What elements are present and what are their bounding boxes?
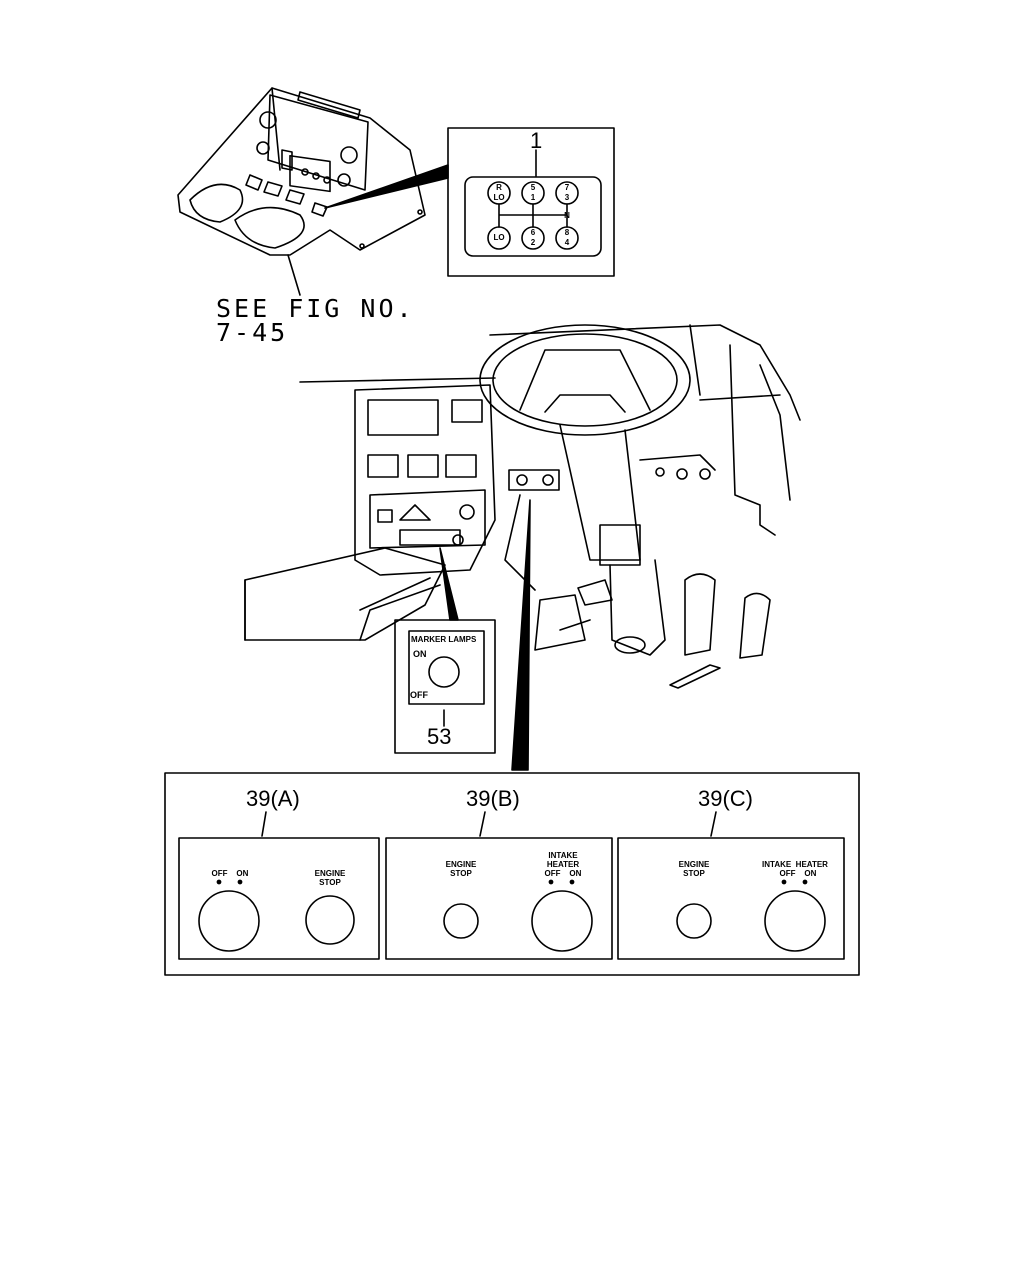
shift-pos-lo: LO xyxy=(493,233,505,242)
marker-lamps-on: ON xyxy=(413,649,427,659)
shift-pos-1: 1 xyxy=(530,193,536,202)
variant-c-off-on: OFF ON xyxy=(779,869,817,878)
shift-pos-6: 6 xyxy=(530,228,536,237)
see-fig-leader xyxy=(287,254,301,296)
callout-1-label: 1 xyxy=(530,128,543,153)
console-sketch xyxy=(177,87,426,256)
shift-pos-r: R xyxy=(496,183,502,192)
variant-c-intake-heater: INTAKE HEATER xyxy=(762,860,828,869)
variant-b-stop: STOP xyxy=(450,869,472,878)
shift-pos-4: 4 xyxy=(564,238,570,247)
cab-dashboard xyxy=(244,324,801,689)
shift-pattern-plate xyxy=(464,176,602,257)
variant-b-engine: ENGINE xyxy=(445,860,477,869)
shift-pos-3: 3 xyxy=(564,193,570,202)
variant-a-stop: STOP xyxy=(319,878,341,887)
callout-wedge-39 xyxy=(511,499,531,771)
callout-53-label: 53 xyxy=(427,724,452,749)
marker-lamp-knob xyxy=(428,656,460,688)
variant-b-label: 39(B) xyxy=(466,786,520,811)
see-fig-line2: 7-45 xyxy=(216,318,289,347)
see-fig-line1: SEE FIG NO. xyxy=(216,294,415,323)
marker-lamp-plate xyxy=(408,630,485,705)
shift-pattern-frame xyxy=(447,127,615,277)
marker-lamps-title: MARKER LAMPS xyxy=(411,635,477,644)
variant-a-off-on: OFF ON xyxy=(211,869,249,878)
variant-a-label: 39(A) xyxy=(246,786,300,811)
callout-wedge-53 xyxy=(439,547,459,621)
variant-c-label: 39(C) xyxy=(698,786,754,811)
marker-lamp-frame xyxy=(394,619,496,754)
variant-a-engine: ENGINE xyxy=(314,869,346,878)
shift-neutral: N xyxy=(564,211,570,220)
variant-b-intake: INTAKE xyxy=(548,851,578,860)
shift-pos-2: 2 xyxy=(530,238,536,247)
variant-b-heater: HEATER xyxy=(546,860,580,869)
shift-pos-lo-top: LO xyxy=(493,193,505,202)
variant-b-off-on: OFF ON xyxy=(544,869,582,878)
shift-pos-8: 8 xyxy=(564,228,570,237)
shift-pos-7: 7 xyxy=(564,183,570,192)
variant-c-engine: ENGINE xyxy=(678,860,710,869)
variant-c-stop: STOP xyxy=(683,869,705,878)
marker-lamps-off: OFF xyxy=(410,690,428,700)
shift-pos-5: 5 xyxy=(530,183,536,192)
switch-variants-frame xyxy=(164,772,860,976)
